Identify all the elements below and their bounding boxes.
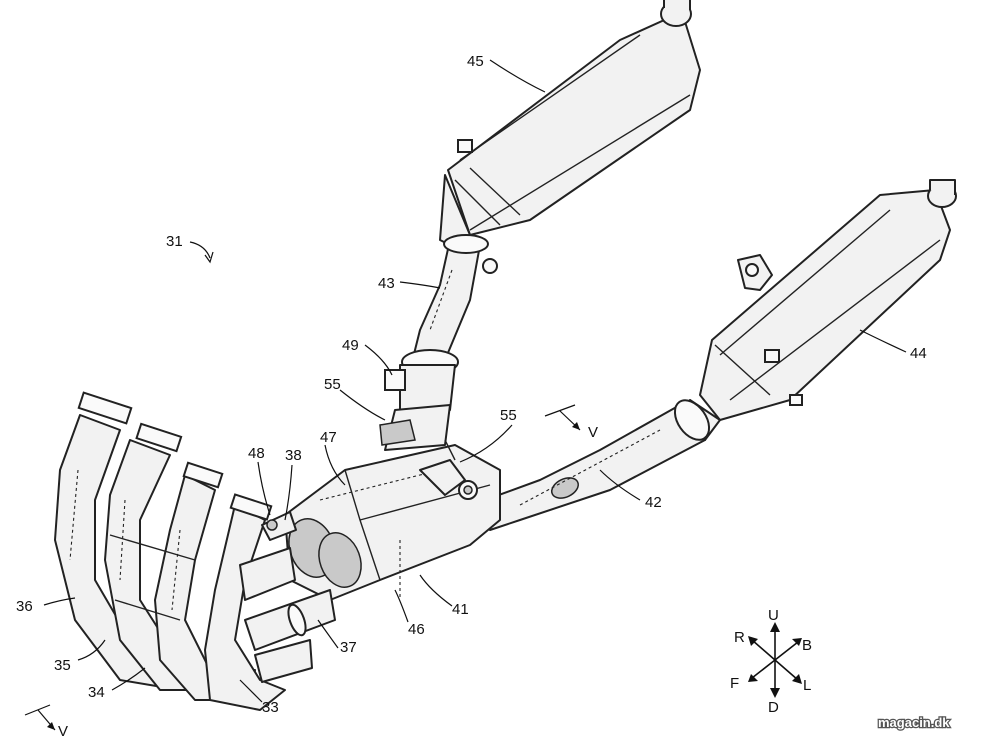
header-pipes [54, 391, 336, 711]
link-pipe-42 [484, 399, 711, 531]
label-48: 48 [248, 445, 265, 462]
compass-left-label: L [803, 677, 811, 694]
label-37: 37 [340, 639, 357, 656]
joint-assembly [379, 364, 456, 451]
leader-lines [43, 59, 907, 703]
label-41: 41 [452, 601, 469, 618]
label-42: 42 [645, 494, 662, 511]
lower-muffler-44 [679, 179, 957, 441]
watermark: magacin.dk [877, 714, 952, 732]
collector-chamber [284, 439, 501, 601]
reference-numerals: 31 45 44 43 49 55 55 47 48 38 42 41 46 3… [16, 53, 927, 737]
label-38: 38 [285, 447, 302, 464]
label-36: 36 [16, 598, 33, 615]
label-46: 46 [408, 621, 425, 638]
label-49: 49 [342, 337, 359, 354]
label-31: 31 [166, 233, 183, 250]
label-47: 47 [320, 429, 337, 446]
compass-up-label: U [768, 607, 779, 624]
compass-back-label: B [802, 637, 812, 654]
label-55-left: 55 [324, 376, 341, 393]
label-34: 34 [88, 684, 105, 701]
direction-compass [748, 622, 802, 698]
label-44: 44 [910, 345, 927, 362]
view-arrow-lower [24, 704, 56, 731]
view-arrow-upper [544, 404, 581, 431]
link-pipe-43 [401, 234, 498, 375]
compass-front-label: F [730, 675, 739, 692]
upper-muffler-45 [439, 0, 701, 251]
label-35: 35 [54, 657, 71, 674]
compass-down-label: D [768, 699, 779, 716]
compass-rear-label: R [734, 629, 745, 646]
watermark-text: magacin.dk [878, 715, 950, 730]
label-45: 45 [467, 53, 484, 70]
view-label-lower: V [58, 723, 68, 737]
label-33: 33 [262, 699, 279, 716]
view-label-upper: V [588, 424, 598, 441]
label-55-right: 55 [500, 407, 517, 424]
label-43: 43 [378, 275, 395, 292]
